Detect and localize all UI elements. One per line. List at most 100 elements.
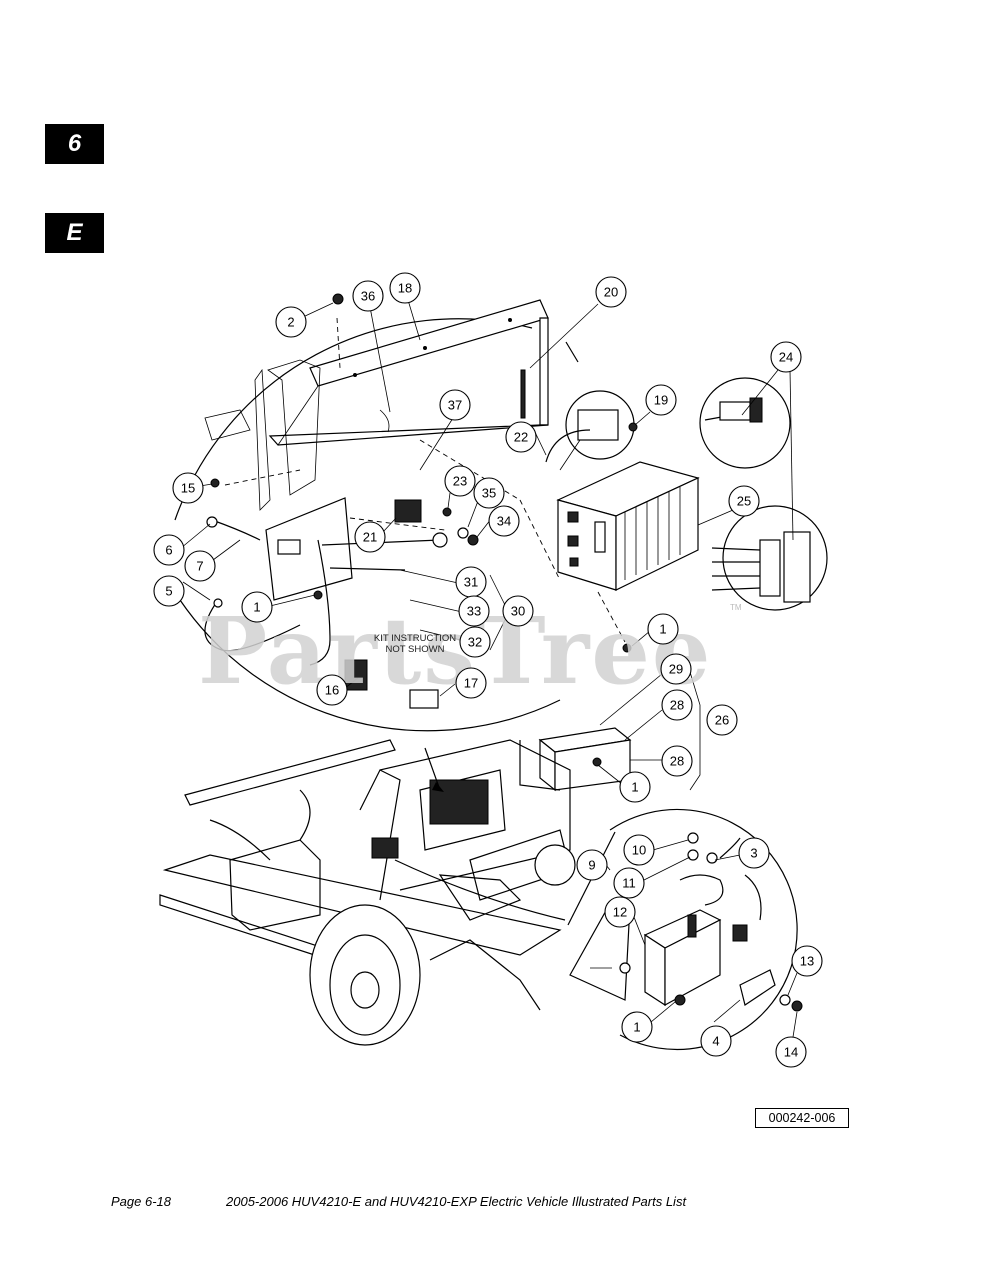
svg-text:4: 4: [712, 1034, 719, 1049]
figure-reference-number: 000242-006: [755, 1108, 849, 1128]
svg-text:23: 23: [453, 474, 467, 489]
callout-16: 16: [316, 674, 348, 706]
watermark-trademark: TM: [730, 603, 742, 612]
svg-text:6: 6: [165, 543, 172, 558]
svg-text:9: 9: [588, 858, 595, 873]
callout-13: 13: [791, 945, 823, 977]
svg-text:25: 25: [737, 494, 751, 509]
callout-21: 21: [354, 521, 386, 553]
callout-2: 2: [275, 306, 307, 338]
callout-31: 31: [455, 566, 487, 598]
callout-10: 10: [623, 834, 655, 866]
controller-inset: [545, 390, 635, 471]
footer-page-number: Page 6-18: [111, 1194, 171, 1209]
note-line-1: KIT INSTRUCTION: [374, 633, 456, 644]
vehicle-chassis: [159, 739, 576, 961]
callout-26: 26: [706, 704, 738, 736]
callout-22: 22: [505, 421, 537, 453]
svg-text:32: 32: [468, 635, 482, 650]
callout-1-controller: 1: [647, 613, 679, 645]
callout-18: 18: [389, 272, 421, 304]
chapter-tab: 6: [45, 124, 104, 164]
svg-text:10: 10: [632, 843, 646, 858]
svg-text:12: 12: [613, 905, 627, 920]
callout-6: 6: [153, 534, 185, 566]
svg-text:31: 31: [464, 575, 478, 590]
svg-text:1: 1: [631, 780, 638, 795]
callout-3: 3: [738, 837, 770, 869]
callout-35: 35: [473, 477, 505, 509]
svg-text:15: 15: [181, 481, 195, 496]
callout-28-upper: 28: [661, 689, 693, 721]
callout-1-upper: 1: [241, 591, 273, 623]
connector-detail-upper: [699, 377, 791, 469]
wheel: [309, 904, 541, 1046]
callout-15: 15: [172, 472, 204, 504]
svg-text:34: 34: [497, 514, 511, 529]
callout-36: 36: [352, 280, 384, 312]
callout-25: 25: [728, 485, 760, 517]
svg-text:14: 14: [784, 1045, 798, 1060]
svg-text:36: 36: [361, 289, 375, 304]
connector-detail-lower: [711, 505, 828, 611]
svg-text:11: 11: [622, 876, 636, 891]
motor-controller: [556, 461, 700, 591]
svg-text:19: 19: [654, 393, 668, 408]
callout-1-lower-controller: 1: [619, 771, 651, 803]
callout-11: 11: [613, 867, 645, 899]
svg-text:37: 37: [448, 398, 462, 413]
callout-28-lower: 28: [661, 745, 693, 777]
svg-text:26: 26: [715, 713, 729, 728]
solenoid-detail: [567, 808, 803, 1051]
svg-text:5: 5: [165, 584, 172, 599]
svg-text:7: 7: [196, 559, 203, 574]
callout-24: 24: [770, 341, 802, 373]
svg-text:17: 17: [464, 676, 478, 691]
section-tab: E: [45, 213, 104, 253]
svg-text:3: 3: [750, 846, 757, 861]
callout-4: 4: [700, 1025, 732, 1057]
callout-14: 14: [775, 1036, 807, 1068]
frame-outline: [204, 359, 321, 511]
svg-text:30: 30: [511, 604, 525, 619]
callout-5: 5: [153, 575, 185, 607]
svg-text:20: 20: [604, 285, 618, 300]
svg-text:33: 33: [467, 604, 481, 619]
svg-text:29: 29: [669, 662, 683, 677]
svg-text:13: 13: [800, 954, 814, 969]
callout-29: 29: [660, 653, 692, 685]
callout-7: 7: [184, 550, 216, 582]
svg-text:21: 21: [363, 530, 377, 545]
callout-leaders: [180, 299, 798, 1038]
callout-9: 9: [576, 849, 608, 881]
page-footer: Page 6-18 2005-2006 HUV4210-E and HUV4210…: [111, 1194, 911, 1209]
callout-23: 23: [444, 465, 476, 497]
svg-text:2: 2: [287, 315, 294, 330]
callout-20: 20: [595, 276, 627, 308]
controller-lower: [519, 727, 632, 792]
svg-text:24: 24: [779, 350, 793, 365]
svg-text:28: 28: [670, 754, 684, 769]
callout-32: 32: [459, 626, 491, 658]
callout-17: 17: [455, 667, 487, 699]
mounting-plate: [268, 299, 549, 446]
callout-33: 33: [458, 595, 490, 627]
svg-text:1: 1: [659, 622, 666, 637]
footer-title: 2005-2006 HUV4210-E and HUV4210-EXP Elec…: [226, 1194, 687, 1209]
callout-12: 12: [604, 896, 636, 928]
svg-text:16: 16: [325, 683, 339, 698]
upper-detail-circle: [174, 318, 579, 732]
callout-19: 19: [645, 384, 677, 416]
callout-1-solenoid: 1: [621, 1011, 653, 1043]
svg-text:18: 18: [398, 281, 412, 296]
svg-text:28: 28: [670, 698, 684, 713]
svg-text:22: 22: [514, 430, 528, 445]
note-line-2: NOT SHOWN: [386, 644, 445, 655]
watermark: PartsTree: [198, 597, 712, 705]
callout-30: 30: [502, 595, 534, 627]
svg-text:1: 1: [633, 1020, 640, 1035]
callout-34: 34: [488, 505, 520, 537]
svg-text:35: 35: [482, 486, 496, 501]
callout-37: 37: [439, 389, 471, 421]
